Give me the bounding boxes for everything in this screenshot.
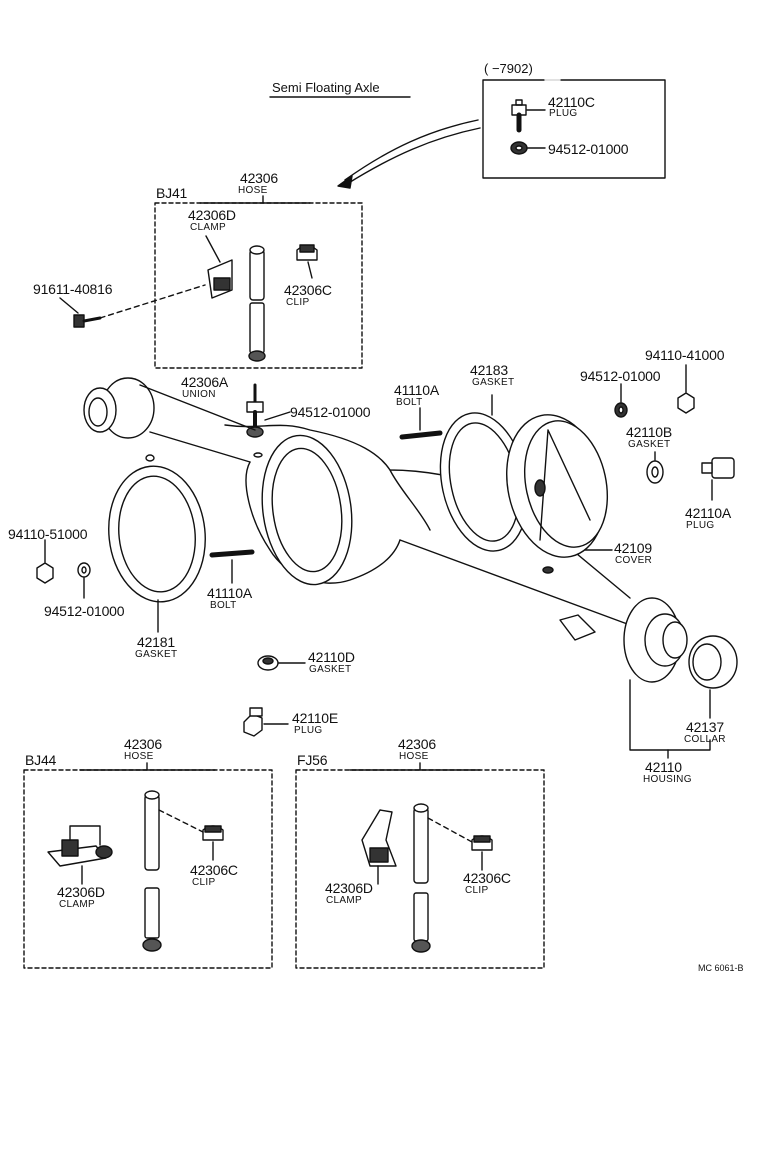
bolt-mid-icon [209, 549, 255, 584]
gasket-42183-icon [439, 394, 529, 552]
inset-washer-pn: 94512-01000 [548, 141, 629, 157]
clamp-top-name: CLAMP [190, 222, 226, 233]
washer-union-pn: 94512-01000 [290, 404, 371, 420]
clip-bj44-icon [158, 809, 224, 861]
group-fj56: FJ56 [297, 752, 328, 768]
cover-pn: 42109 [614, 540, 652, 556]
clamp-bj44-pn: 42306D [57, 884, 105, 900]
housing-leader [629, 679, 711, 759]
plug-42110a-icon [701, 457, 735, 501]
cover-42109-icon [506, 414, 613, 558]
union-name: UNION [182, 389, 216, 400]
union-icon [246, 383, 291, 438]
clamp-top-pn: 42306D [188, 207, 236, 223]
gasket-d-name: GASKET [309, 664, 352, 675]
housing-name: HOUSING [643, 774, 692, 785]
bolt-top-pn: 41110A [394, 382, 439, 398]
clamp-bj44-icon [47, 825, 113, 885]
group-bj44: BJ44 [25, 752, 57, 768]
plug-42110e-icon [243, 707, 289, 737]
hose-top-pn: 42306 [240, 170, 278, 186]
diagram-title: Semi Floating Axle [272, 80, 380, 95]
clamp-fj56-icon [361, 809, 397, 885]
gasket-rear-pn: 42183 [470, 362, 508, 378]
date-range: ( −7902) [484, 61, 533, 76]
gasket-42110d-icon [257, 655, 306, 671]
hose-fj56-icon [411, 803, 431, 953]
nut-right-pn: 94110-41000 [645, 347, 725, 363]
hose-bj44-icon [142, 790, 162, 952]
hose-fj56-pn: 42306 [398, 736, 436, 752]
clip-fj56-icon [427, 817, 493, 871]
clamp-bj41-icon [205, 235, 233, 299]
bolt-mid-name: BOLT [210, 600, 237, 611]
plug-a-pn: 42110A [685, 505, 732, 521]
gasket-42110b-icon [646, 451, 664, 484]
clamp-bj44-name: CLAMP [59, 899, 95, 910]
washer-right-icon [614, 383, 628, 418]
gasket-b-pn: 42110B [626, 424, 673, 440]
inset-plug-pn: 42110C [548, 94, 595, 110]
housing-pn: 42110 [645, 759, 682, 775]
diagram-code: MC 6061-B [698, 963, 744, 973]
washer-left-icon [77, 562, 91, 599]
washer-right-pn: 94512-01000 [580, 368, 661, 384]
nut-left-pn: 94110-51000 [8, 526, 88, 542]
hose-bj44-name: HOSE [124, 751, 154, 762]
inset-plug-name: PLUG [549, 108, 578, 119]
hose-bj41-icon [248, 245, 266, 362]
collar-42137-icon [688, 635, 738, 719]
clip-bj44-pn: 42306C [190, 862, 238, 878]
cover-name: COVER [615, 555, 653, 566]
bj44-box [23, 762, 273, 969]
gasket-d-pn: 42110D [308, 649, 355, 665]
collar-pn: 42137 [686, 719, 724, 735]
gasket-front-pn: 42181 [137, 634, 175, 650]
clamp-fj56-pn: 42306D [325, 880, 373, 896]
clip-fj56-name: CLIP [465, 885, 489, 896]
clip-top-name: CLIP [286, 297, 310, 308]
gasket-42181-icon [108, 465, 206, 633]
collar-name: COLLAR [684, 734, 726, 745]
washer-inset-icon [510, 141, 546, 155]
gasket-rear-name: GASKET [472, 377, 515, 388]
bolt-top-name: BOLT [396, 397, 423, 408]
clip-fj56-pn: 42306C [463, 870, 511, 886]
inset-arrow [337, 119, 481, 189]
nut-94110-41000-icon [677, 364, 695, 414]
gasket-front-name: GASKET [135, 649, 178, 660]
bj41-box [154, 195, 363, 369]
clip-top-pn: 42306C [284, 282, 332, 298]
plug-a-name: PLUG [686, 520, 715, 531]
bolt-mid-pn: 41110A [207, 585, 252, 601]
inset-box [482, 79, 666, 179]
plug-e-pn: 42110E [292, 710, 339, 726]
clip-bj41-icon [296, 244, 318, 279]
hose-bj44-pn: 42306 [124, 736, 162, 752]
washer-left-pn: 94512-01000 [44, 603, 125, 619]
bolt-top-icon [399, 407, 443, 440]
hose-top-name: HOSE [238, 185, 268, 196]
clamp-fj56-name: CLAMP [326, 895, 362, 906]
group-bj41: BJ41 [156, 185, 188, 201]
union-pn: 42306A [181, 374, 229, 390]
plug-42110c-icon [511, 99, 546, 133]
bolt-91611-pn: 91611-40816 [33, 281, 113, 297]
plug-e-name: PLUG [294, 725, 323, 736]
gasket-b-name: GASKET [628, 439, 671, 450]
bolt-91611-icon [59, 284, 206, 328]
hose-fj56-name: HOSE [399, 751, 429, 762]
nut-94110-51000-icon [36, 539, 54, 584]
fj56-box [295, 762, 545, 969]
clip-bj44-name: CLIP [192, 877, 216, 888]
